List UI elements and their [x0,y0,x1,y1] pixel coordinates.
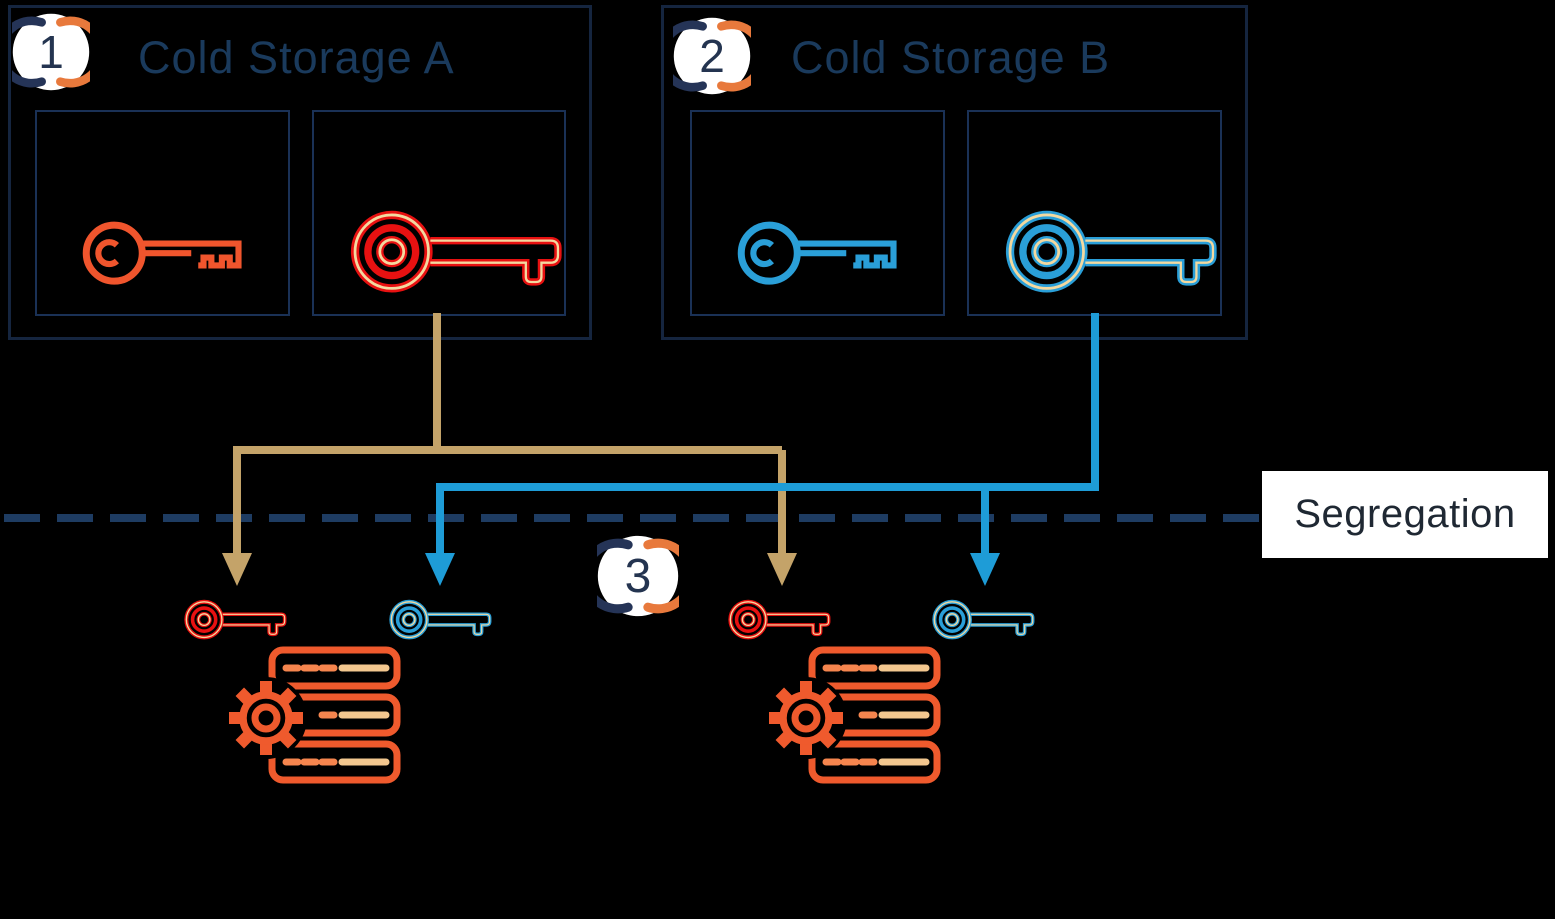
cold-storage-a-operator-key-slot [35,110,290,316]
step-badge-1: 1 [12,13,90,91]
distributed-master-key-red-icon [181,596,290,645]
cold-storage-b-operator-key-slot [690,110,945,316]
master-key-icon [344,203,569,304]
step-badge-3: 3 [597,535,679,617]
cold-storage-b-master-key-slot [967,110,1222,316]
operator-key-icon [736,211,911,290]
server-cluster-2-icon [768,645,943,795]
cold-storage-b-title: Cold Storage B [791,32,1111,83]
cold-storage-a-title: Cold Storage A [138,32,455,83]
step-number: 3 [624,549,652,603]
step-number: 1 [38,26,64,78]
cold-storage-a-master-key-slot [312,110,566,316]
step-badge-2: 2 [673,17,751,95]
operator-key-icon [81,211,256,290]
master-key-b-distribution-line [436,313,1099,556]
arrowhead-blue-left [425,553,455,586]
distributed-master-key-blue-icon [929,596,1038,645]
arrowhead-tan-left [222,553,252,586]
arrowhead-blue-right [970,553,1000,586]
cold-storage-a-box: Cold Storage A [8,5,592,340]
server-cluster-1-icon [228,645,403,795]
segregation-label-text: Segregation [1294,492,1516,536]
arrowhead-tan-right [767,553,797,586]
master-key-icon [999,203,1224,304]
distributed-master-key-blue-icon [386,596,495,645]
distributed-master-key-red-icon [725,596,834,645]
segregation-label: Segregation [1262,471,1548,558]
master-key-a-distribution-line [233,313,786,556]
step-number: 2 [699,30,725,82]
